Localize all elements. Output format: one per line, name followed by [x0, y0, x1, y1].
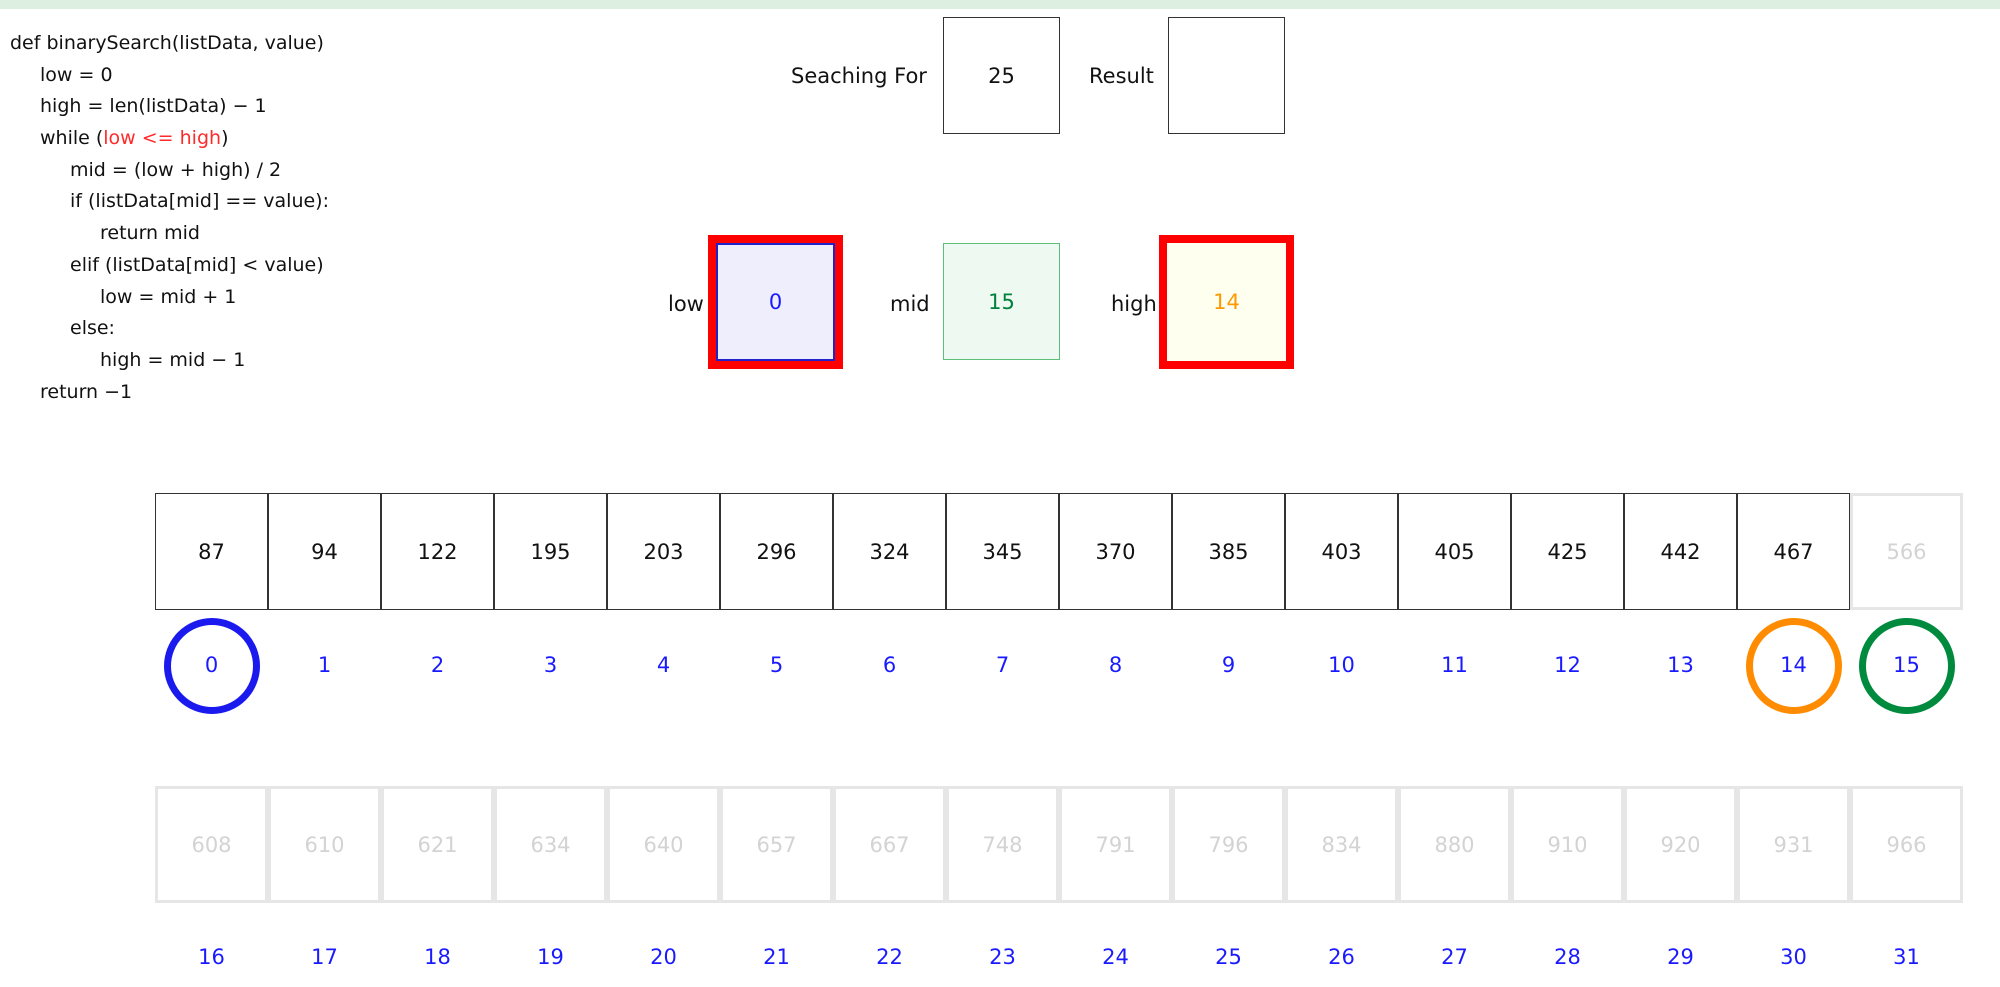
array-cell: 748 [946, 786, 1059, 903]
code-line: return −1 [40, 380, 133, 403]
mid-value-box: 15 [943, 243, 1060, 360]
array-index: 19 [537, 945, 564, 969]
array-cell: 910 [1511, 786, 1624, 903]
array-cell: 467 [1737, 493, 1850, 610]
array-index: 28 [1554, 945, 1581, 969]
array-index: 21 [763, 945, 790, 969]
array-cell: 122 [381, 493, 494, 610]
array-index: 4 [656, 653, 671, 677]
array-index: 3 [543, 653, 558, 677]
array-index: 2 [430, 653, 445, 677]
array-cell: 425 [1511, 493, 1624, 610]
top-bar [0, 0, 2000, 9]
high-pointer-ring [1745, 618, 1842, 714]
array-cell: 608 [155, 786, 268, 903]
array-index: 13 [1667, 653, 1694, 677]
mid-pointer-ring [1858, 618, 1955, 714]
array-cell: 195 [494, 493, 607, 610]
array-cell: 296 [720, 493, 833, 610]
code-line: def binarySearch(listData, value) [10, 32, 324, 54]
array-cell: 405 [1398, 493, 1511, 610]
array-index: 24 [1102, 945, 1129, 969]
result-box [1168, 17, 1285, 134]
array-index: 30 [1780, 945, 1807, 969]
low-value-box: 0 [708, 235, 843, 369]
array-cell: 920 [1624, 786, 1737, 903]
array-index: 12 [1554, 653, 1581, 677]
search-value-box: 25 [943, 17, 1060, 134]
array-cell: 87 [155, 493, 268, 610]
array-index: 22 [876, 945, 903, 969]
array-index: 27 [1441, 945, 1468, 969]
result-label: Result [1089, 64, 1154, 88]
array-cell: 880 [1398, 786, 1511, 903]
code-line: while (low <= high) [10, 123, 329, 155]
array-cell: 834 [1285, 786, 1398, 903]
array-index: 11 [1441, 653, 1468, 677]
array-cell: 403 [1285, 493, 1398, 610]
array-cell: 634 [494, 786, 607, 903]
low-pointer-ring [163, 618, 260, 714]
array-index: 5 [769, 653, 784, 677]
array-cell: 324 [833, 493, 946, 610]
high-value-box: 14 [1159, 235, 1294, 369]
array-cell: 370 [1059, 493, 1172, 610]
array-index: 17 [311, 945, 338, 969]
array-cell: 667 [833, 786, 946, 903]
array-index: 16 [198, 945, 225, 969]
searching-for-label: Seaching For [791, 64, 927, 88]
array-index: 9 [1221, 653, 1236, 677]
array-index: 26 [1328, 945, 1355, 969]
array-index: 20 [650, 945, 677, 969]
array-cell: 610 [268, 786, 381, 903]
array-cell: 203 [607, 493, 720, 610]
array-cell: 621 [381, 786, 494, 903]
array-index: 1 [317, 653, 332, 677]
array-index: 7 [995, 653, 1010, 677]
code-line: elif (listData[mid] < value) [70, 253, 324, 276]
code-line: if (listData[mid] == value): [70, 190, 329, 213]
mid-label: mid [890, 292, 930, 316]
array-index: 25 [1215, 945, 1242, 969]
array-index: 8 [1108, 653, 1123, 677]
code-fragment: ) [221, 127, 229, 150]
array-cell: 791 [1059, 786, 1172, 903]
array-cell: 657 [720, 786, 833, 903]
array-cell: 931 [1737, 786, 1850, 903]
array-index: 31 [1893, 945, 1920, 969]
array-index: 29 [1667, 945, 1694, 969]
code-line: low = mid + 1 [100, 285, 237, 308]
array-cell: 385 [1172, 493, 1285, 610]
code-line: else: [70, 317, 115, 340]
code-line: high = len(listData) − 1 [40, 95, 267, 118]
array-cell: 966 [1850, 786, 1963, 903]
code-line: low = 0 [40, 63, 113, 86]
low-label: low [668, 292, 704, 316]
code-line: mid = (low + high) / 2 [70, 158, 282, 181]
array-cell: 345 [946, 493, 1059, 610]
array-cell: 566 [1850, 493, 1963, 610]
array-index: 10 [1328, 653, 1355, 677]
code-line: return mid [100, 222, 200, 245]
code-fragment: while ( [40, 127, 104, 150]
array-cell: 94 [268, 493, 381, 610]
highlighted-condition: low <= high [103, 127, 222, 150]
code-panel: def binarySearch(listData, value) low = 0… [10, 28, 329, 408]
array-index: 6 [882, 653, 897, 677]
array-cell: 442 [1624, 493, 1737, 610]
array-cell: 640 [607, 786, 720, 903]
high-label: high [1111, 292, 1157, 316]
code-line: high = mid − 1 [100, 348, 246, 371]
array-index: 23 [989, 945, 1016, 969]
array-index: 18 [424, 945, 451, 969]
array-cell: 796 [1172, 786, 1285, 903]
